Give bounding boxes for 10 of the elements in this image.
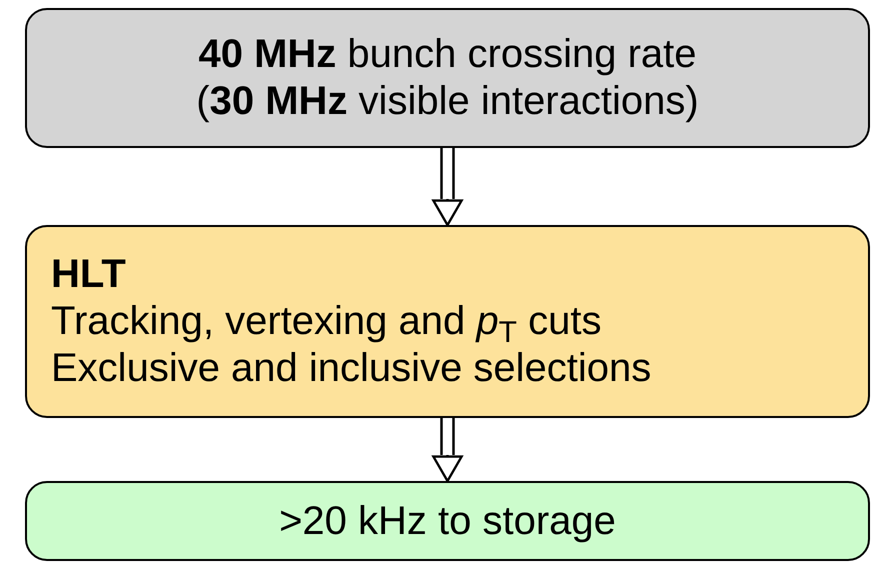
box-text: 40 MHz bunch crossing rate (30 MHz visible interactions) xyxy=(195,31,700,125)
process-box xyxy=(25,225,870,418)
box-text: Tracking, vertexing and p$_{T}$ cuts xyxy=(51,298,602,345)
process-box xyxy=(25,481,870,561)
hollow-arrow xyxy=(432,416,463,482)
hollow-arrow xyxy=(432,146,463,226)
heading: HLT xyxy=(51,251,126,298)
box-text: Exclusive and inclusive selections xyxy=(51,345,652,392)
process-box xyxy=(25,8,870,148)
box-text: >20 kHz to storage xyxy=(279,498,616,544)
